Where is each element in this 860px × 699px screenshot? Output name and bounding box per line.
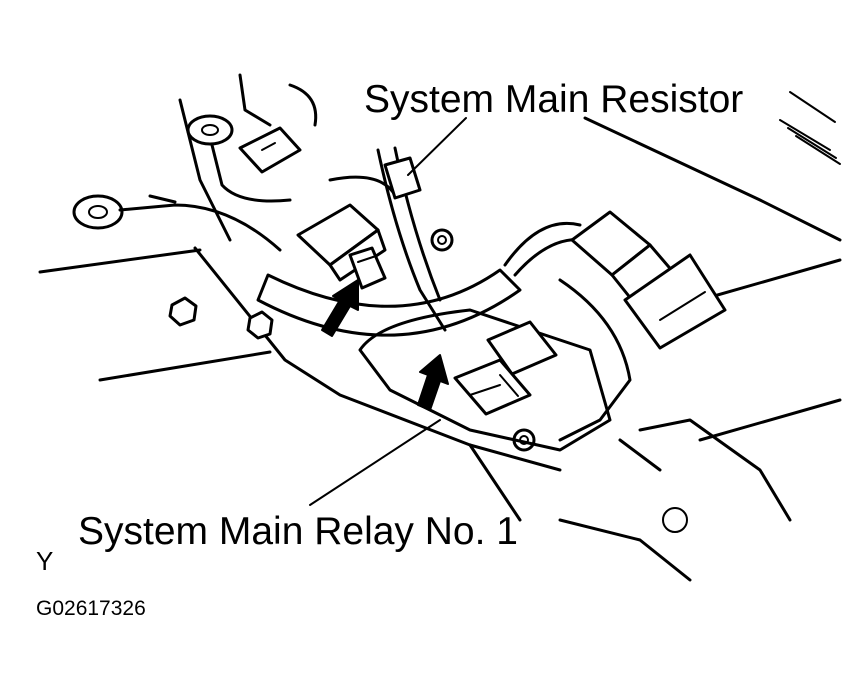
resistor-connector — [296, 156, 422, 290]
wire-harness — [256, 146, 632, 442]
housing-outlines — [38, 98, 842, 582]
system-main-relay-label: System Main Relay No. 1 — [78, 510, 518, 553]
resistor-pointer-arrow — [321, 279, 359, 337]
right-connector — [570, 210, 727, 350]
top-connector — [238, 73, 318, 174]
pointer-arrows[interactable] — [321, 279, 449, 411]
corner-mark: Y — [36, 546, 54, 576]
leader-lines — [309, 117, 467, 506]
relay-leader-line — [309, 419, 441, 506]
ring-terminals — [72, 114, 292, 252]
relay-pointer-arrow — [417, 354, 449, 411]
hatch-marks — [779, 91, 841, 165]
resistor-leader-line — [407, 117, 467, 176]
relay-body — [358, 308, 612, 452]
system-main-resistor-label: System Main Resistor — [364, 78, 744, 121]
bolts — [168, 228, 688, 533]
figure-code: G02617326 — [36, 597, 146, 620]
